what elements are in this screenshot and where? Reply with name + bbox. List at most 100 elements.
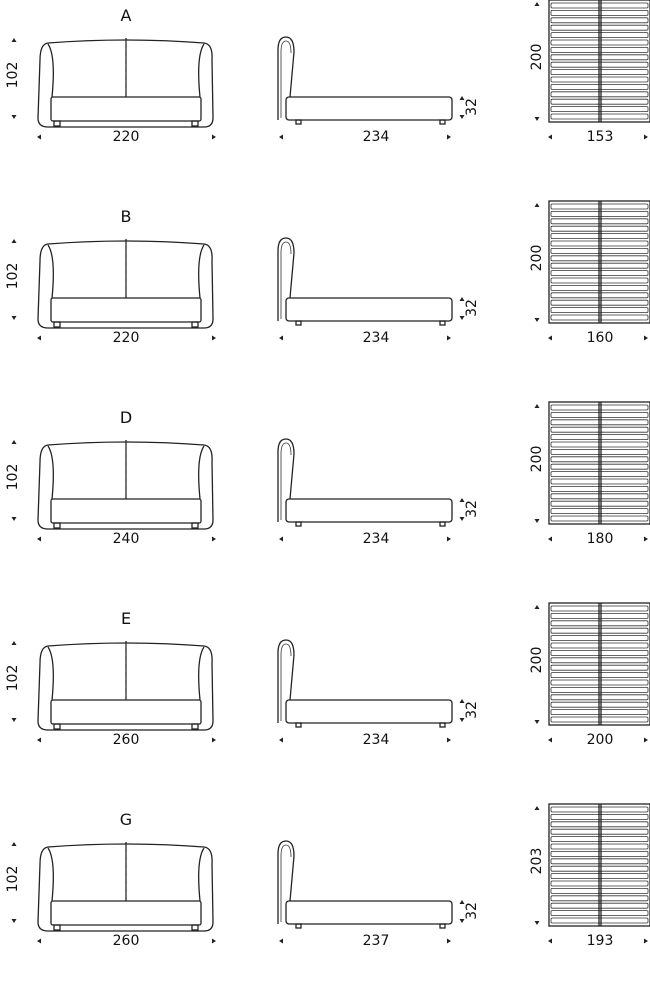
bed-base [50, 96, 202, 122]
foot [53, 321, 61, 328]
base-height-label: 32 [464, 701, 480, 719]
foot [295, 320, 302, 326]
headboard-profile [277, 639, 295, 723]
foot [439, 722, 446, 728]
length-arrow-right [447, 335, 451, 341]
variant-b: B 102 220 234 32 200 160 [0, 200, 650, 381]
side-view [277, 237, 453, 326]
foot [439, 119, 446, 125]
bed-dimension-sheet: A 102 220 234 32 200 153 B 102 220 234 3… [0, 0, 650, 948]
slat-length-label: 200 [529, 445, 545, 473]
front-view [37, 641, 214, 731]
headboard-wing [47, 43, 205, 98]
side-view [277, 840, 453, 929]
slatted-base [548, 200, 650, 324]
bed-base [50, 900, 202, 926]
width-arrow-left [37, 335, 41, 341]
foot [439, 320, 446, 326]
slat-length-arrow-top [534, 605, 540, 609]
side-length-label: 234 [362, 330, 390, 346]
foot [53, 120, 61, 127]
side-base [285, 96, 453, 121]
slatted-base [548, 0, 650, 123]
height-arrow-top [11, 38, 17, 42]
base-arrow-bottom [459, 718, 465, 722]
slat-width-label: 200 [586, 732, 614, 748]
front-width-label: 260 [112, 933, 140, 949]
base-height-label: 32 [464, 500, 480, 518]
foot [439, 521, 446, 527]
slat-length-arrow-top [534, 806, 540, 810]
side-view [277, 639, 453, 728]
height-arrow-bottom [11, 919, 17, 923]
base-arrow-bottom [459, 316, 465, 320]
height-arrow-top [11, 440, 17, 444]
length-arrow-left [279, 536, 283, 542]
headboard-inner [280, 442, 292, 520]
variant-letter: G [119, 810, 133, 829]
height-arrow-bottom [11, 517, 17, 521]
base-arrow-top [459, 498, 465, 502]
variant-letter: A [120, 6, 132, 25]
side-view [277, 36, 453, 125]
width-arrow-right [212, 737, 216, 743]
variant-g: G 102 260 237 32 203 193 [0, 803, 650, 984]
foot [439, 923, 446, 929]
height-arrow-bottom [11, 115, 17, 119]
foot [191, 924, 199, 931]
foot [191, 522, 199, 529]
slat-length-arrow-bottom [534, 318, 540, 322]
slat-length-arrow-bottom [534, 519, 540, 523]
bed-base [50, 699, 202, 725]
height-arrow-bottom [11, 316, 17, 320]
foot [295, 722, 302, 728]
length-arrow-right [447, 536, 451, 542]
slat-width-arrow-left [548, 536, 552, 542]
headboard-outline [37, 843, 214, 932]
slat-length-arrow-bottom [534, 921, 540, 925]
variant-letter: D [119, 408, 133, 427]
base-arrow-top [459, 297, 465, 301]
base-arrow-top [459, 96, 465, 100]
width-arrow-left [37, 536, 41, 542]
side-base [285, 699, 453, 724]
slat-width-arrow-left [548, 134, 552, 140]
slat-width-arrow-left [548, 938, 552, 944]
bed-base [50, 498, 202, 524]
width-arrow-right [212, 335, 216, 341]
front-width-label: 240 [112, 531, 140, 547]
width-arrow-left [37, 938, 41, 944]
side-view [277, 438, 453, 527]
width-arrow-left [37, 134, 41, 140]
slat-width-arrow-left [548, 737, 552, 743]
headboard-outline [37, 642, 214, 731]
base-height-label: 32 [464, 902, 480, 920]
variant-drawings [11, 602, 650, 743]
foot [191, 723, 199, 730]
length-arrow-right [447, 938, 451, 944]
headboard-wing [47, 445, 205, 500]
slat-length-arrow-bottom [534, 720, 540, 724]
headboard-inner [280, 643, 292, 721]
slat-width-arrow-right [644, 536, 648, 542]
front-view [37, 38, 214, 128]
length-arrow-left [279, 737, 283, 743]
foot [295, 521, 302, 527]
headboard-profile [277, 840, 295, 924]
height-arrow-top [11, 239, 17, 243]
front-width-label: 260 [112, 732, 140, 748]
width-arrow-right [212, 134, 216, 140]
front-width-label: 220 [112, 129, 140, 145]
width-arrow-right [212, 536, 216, 542]
front-width-label: 220 [112, 330, 140, 346]
side-length-label: 234 [362, 732, 390, 748]
slatted-base [548, 803, 650, 927]
headboard-outline [37, 441, 214, 530]
slat-length-label: 200 [529, 43, 545, 71]
foot [191, 321, 199, 328]
length-arrow-right [447, 134, 451, 140]
headboard-wing [47, 847, 205, 902]
slat-length-label: 200 [529, 244, 545, 272]
length-arrow-left [279, 938, 283, 944]
foot [53, 924, 61, 931]
